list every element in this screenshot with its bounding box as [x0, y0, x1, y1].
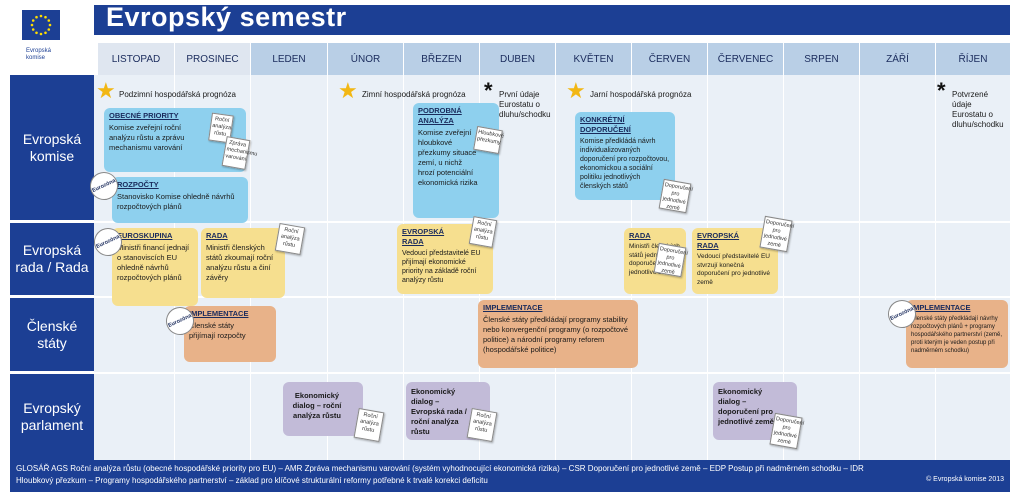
box-title: RADA	[629, 231, 651, 240]
row-label-commission: Evropská komise	[10, 75, 94, 220]
note-country-recommendations: Doporučení pro jednotlivé země	[653, 242, 688, 278]
box-text: Ekonomický dialog – Evropská rada / ročn…	[411, 387, 467, 436]
box-text: Vedoucí představitelé EU přijímají ekono…	[402, 250, 481, 284]
economic-dialogue-box-1: Ekonomický dialog – roční analýza růstu	[283, 382, 363, 436]
month-rijen: ŘÍJEN	[936, 43, 1010, 75]
row-divider	[94, 296, 1010, 298]
box-text: Vedoucí představitelé EU stvrzují konečn…	[697, 253, 770, 286]
box-text: Komise předkládá návrh individualizovaný…	[580, 138, 670, 190]
page-title: Evropský semestr	[106, 2, 347, 32]
box-title: EUROSKUPINA	[117, 231, 173, 240]
star-icon: ★	[566, 78, 586, 103]
grid-divider	[859, 75, 860, 460]
box-title: EVROPSKÁ RADA	[402, 227, 445, 246]
month-duben: DUBEN	[480, 43, 555, 75]
note-country-recommendations: Doporučení pro jednotlivé země	[658, 178, 693, 214]
box-text: Ministři členských států zkoumají roční …	[206, 243, 274, 282]
budgets-box: ROZPOČTY Stanovisko Komise ohledně návrh…	[112, 177, 248, 223]
title-bar	[94, 5, 1010, 35]
implementation-box-3: IMPLEMENTACE Členské státy předkládají n…	[906, 300, 1008, 368]
month-cervenec: ČERVENEC	[708, 43, 783, 75]
box-title: IMPLEMENTACE	[189, 309, 249, 318]
box-text: Členské státy předkládají programy stabi…	[483, 315, 629, 354]
implementation-box-1: IMPLEMENTACE Členské státy přijímají roz…	[184, 306, 276, 362]
star-icon: ★	[96, 78, 116, 103]
month-listopad: LISTOPAD	[98, 43, 174, 75]
month-cerven: ČERVEN	[632, 43, 707, 75]
grid-divider	[327, 75, 328, 460]
glossary-text: GLOSÁŘ AGS Roční analýza růstu (obecné h…	[16, 464, 864, 485]
note-annual-growth-survey: Roční analýza růstu	[274, 222, 306, 256]
month-prosinec: PROSINEC	[175, 43, 250, 75]
month-unor: ÚNOR	[328, 43, 403, 75]
box-text: Členské státy předkládají návrhy rozpočt…	[911, 316, 1003, 354]
box-title: OBECNÉ PRIORITY	[109, 111, 179, 120]
box-title: RADA	[206, 231, 228, 240]
row-divider	[94, 221, 1010, 223]
note-country-recommendations: Doporučení pro jednotlivé země	[759, 215, 794, 253]
council-box-1: RADA Ministři členských států zkoumají r…	[201, 228, 285, 298]
box-title: EVROPSKÁ RADA	[697, 231, 740, 250]
box-title: IMPLEMENTACE	[911, 303, 971, 312]
grid-divider	[935, 75, 936, 460]
implementation-box-2: IMPLEMENTACE Členské státy předkládají p…	[478, 300, 638, 368]
note-alert-mechanism: Zpráva mechanismu varování	[221, 136, 258, 170]
note-annual-growth-survey: Roční analýza růstu	[353, 407, 385, 443]
autumn-forecast-label: Podzimní hospodářská prognóza	[119, 90, 236, 99]
box-text: Stanovisko Komise ohledně návrhů rozpočt…	[117, 192, 235, 211]
grid-divider	[783, 75, 784, 460]
note-in-depth-reviews: Hloubkové přezkumy	[473, 125, 504, 155]
row-label-council: Evropská rada / Rada	[10, 223, 94, 295]
row-divider	[94, 372, 1010, 374]
note-country-recommendations: Doporučení pro jednotlivé země	[769, 412, 804, 450]
box-text: Ministři financí jednají o stanoviscích …	[117, 243, 190, 282]
box-title: KONKRÉTNÍ DOPORUČENÍ	[580, 115, 631, 134]
box-text: Ekonomický dialog – doporučení pro jedno…	[718, 387, 774, 426]
note-annual-growth-survey: Roční analýza růstu	[468, 216, 498, 248]
box-text: Členské státy přijímají rozpočty	[189, 321, 246, 340]
spring-forecast-label: Jarní hospodářská prognóza	[590, 90, 692, 99]
star-icon: ★	[338, 78, 358, 103]
eurogroup-box: EUROSKUPINA Ministři financí jednají o s…	[112, 228, 198, 306]
box-title: IMPLEMENTACE	[483, 303, 543, 312]
box-title: PODROBNÁ ANALÝZA	[418, 106, 462, 125]
box-text: Komise zveřejní roční analýzu růstu a zp…	[109, 123, 185, 152]
logo-label: Evropská komise	[26, 48, 52, 61]
in-depth-analysis-box: PODROBNÁ ANALÝZA Komise zveřejní hloubko…	[413, 103, 499, 218]
first-data-label: První údaje Eurostatu o dluhu/schodku	[499, 90, 551, 119]
month-zari: ZÁŘÍ	[860, 43, 935, 75]
asterisk-icon: *	[484, 78, 493, 103]
eu-flag-icon	[22, 10, 60, 40]
month-srpen: SRPEN	[784, 43, 859, 75]
glossary-footer: GLOSÁŘ AGS Roční analýza růstu (obecné h…	[10, 460, 1010, 492]
copyright: © Evropská komise 2013	[926, 476, 1004, 483]
month-brezen: BŘEZEN	[404, 43, 479, 75]
asterisk-icon: *	[937, 78, 946, 103]
box-title: ROZPOČTY	[117, 180, 159, 189]
confirmed-data-label: Potvrzené údaje Eurostatu o dluhu/schodk…	[952, 90, 1004, 129]
box-text: Komise zveřejní hloubkové přezkumy situa…	[418, 128, 478, 187]
row-label-parliament: Evropský parlament	[10, 374, 94, 460]
box-text: Ekonomický dialog – roční analýza růstu	[292, 391, 342, 420]
month-kveten: KVĚTEN	[556, 43, 631, 75]
note-annual-growth-survey: Roční analýza růstu	[466, 407, 498, 443]
row-label-member-states: Členské státy	[10, 298, 94, 371]
month-leden: LEDEN	[251, 43, 327, 75]
grid-divider	[555, 75, 556, 460]
country-recommendations-box: KONKRÉTNÍ DOPORUČENÍ Komise předkládá ná…	[575, 112, 675, 200]
winter-forecast-label: Zimní hospodářská prognóza	[362, 90, 466, 99]
